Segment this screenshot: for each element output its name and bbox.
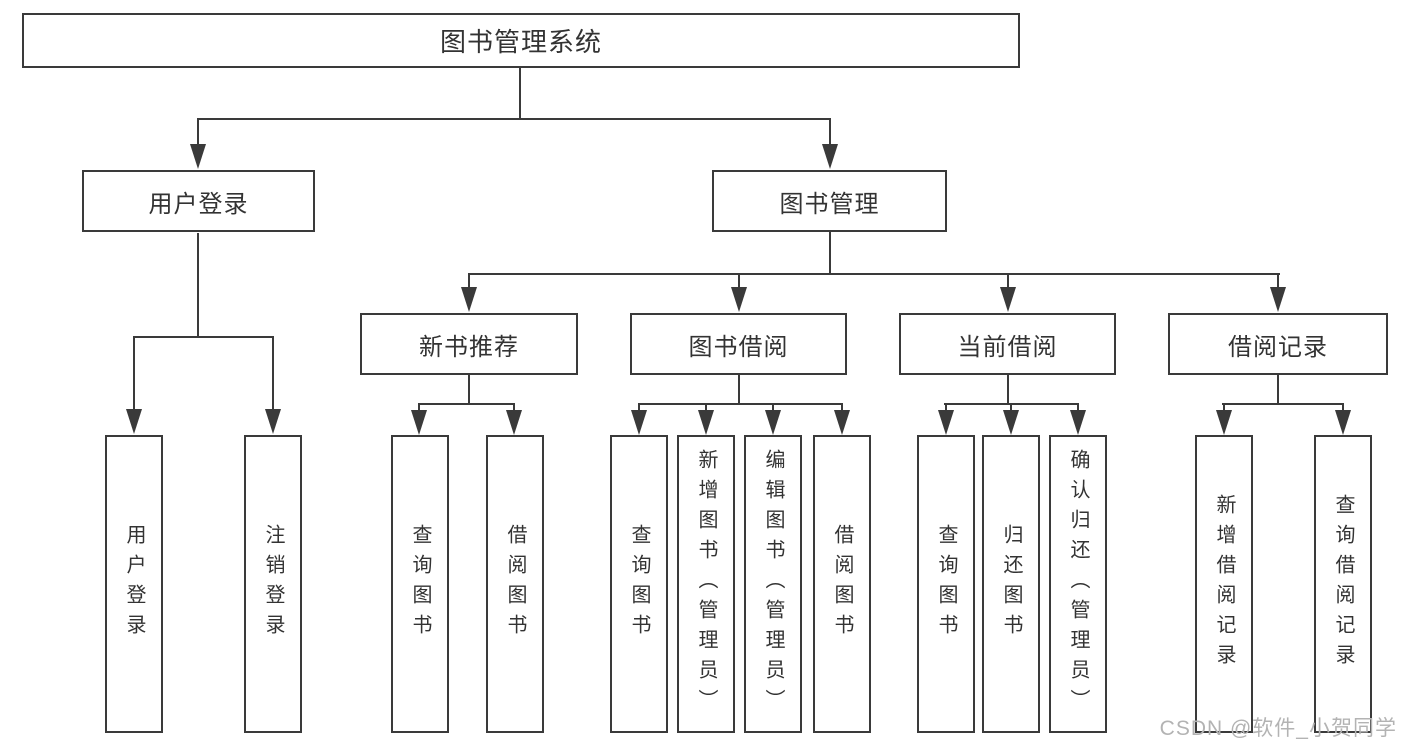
connector-line [1010,403,1012,412]
arrowhead-icon [731,287,747,312]
connector-line [197,118,831,120]
leaf-label: 归还图书 [1000,524,1022,644]
leaf-add-books-admin: 新增图书（管理员） [677,435,735,733]
connector-line [738,273,740,289]
connector-line [841,403,843,412]
watermark: CSDN @软件_小贺同学 [1159,717,1397,740]
leaf-label: 借阅图书 [504,524,526,644]
connector-line [1277,273,1279,289]
leaf-label: 查询图书 [409,524,431,644]
connector-line [133,336,274,338]
connector-line [829,118,831,146]
arrowhead-icon [126,409,142,434]
connector-line [197,233,199,337]
arrowhead-icon [461,287,477,312]
connector-line [1007,375,1009,405]
arrowhead-icon [1216,410,1232,435]
arrowhead-icon [1335,410,1351,435]
connector-line [468,273,470,289]
connector-line [1007,273,1009,289]
leaf-return-books: 归还图书 [982,435,1040,733]
node-user-login: 用户登录 [82,170,315,232]
arrowhead-icon [631,410,647,435]
arrowhead-icon [506,410,522,435]
connector-line [468,375,470,405]
arrowhead-icon [834,410,850,435]
connector-line [468,273,1280,275]
arrowhead-icon [411,410,427,435]
arrowhead-icon [1070,410,1086,435]
leaf-label: 新增借阅记录 [1213,494,1235,674]
leaf-edit-books-admin: 编辑图书（管理员） [744,435,802,733]
connector-line [197,118,199,146]
node-borrow-records: 借阅记录 [1168,313,1388,375]
connector-line [418,403,515,405]
leaf-label: 查询借阅记录 [1332,494,1354,674]
leaf-label: 查询图书 [935,524,957,644]
connector-line [513,403,515,412]
arrowhead-icon [765,410,781,435]
leaf-label: 用户登录 [123,524,145,644]
connector-line [638,403,843,405]
connector-line [133,336,135,410]
leaf-label: 借阅图书 [831,524,853,644]
connector-line [829,231,831,274]
arrowhead-icon [1270,287,1286,312]
leaf-label: 新增图书（管理员） [695,449,717,719]
arrowhead-icon [698,410,714,435]
leaf-logout: 注销登录 [244,435,302,733]
leaf-label: 确认归还（管理员） [1067,449,1089,719]
arrowhead-icon [938,410,954,435]
connector-line [638,403,640,412]
leaf-label: 编辑图书（管理员） [762,449,784,719]
connector-line [1342,403,1344,412]
connector-line [1223,403,1225,412]
node-current-borrow: 当前借阅 [899,313,1116,375]
connector-line [1222,403,1344,405]
node-book-management: 图书管理 [712,170,947,232]
leaf-user-login: 用户登录 [105,435,163,733]
leaf-add-borrow-record: 新增借阅记录 [1195,435,1253,733]
connector-line [705,403,707,412]
node-book-borrow: 图书借阅 [630,313,847,375]
node-root: 图书管理系统 [22,13,1020,68]
leaf-query-books-current: 查询图书 [917,435,975,733]
arrowhead-icon [1003,410,1019,435]
leaf-label: 查询图书 [628,524,650,644]
leaf-query-borrow-record: 查询借阅记录 [1314,435,1372,733]
connector-line [738,375,740,405]
leaf-query-books-borrow: 查询图书 [610,435,668,733]
leaf-borrow-books-recommend: 借阅图书 [486,435,544,733]
arrowhead-icon [822,144,838,169]
arrowhead-icon [265,409,281,434]
leaf-label: 注销登录 [262,524,284,644]
node-new-book-recommend: 新书推荐 [360,313,578,375]
leaf-query-books-recommend: 查询图书 [391,435,449,733]
connector-line [945,403,947,412]
connector-line [1277,375,1279,405]
connector-line [1077,403,1079,412]
leaf-confirm-return-admin: 确认归还（管理员） [1049,435,1107,733]
leaf-borrow-books: 借阅图书 [813,435,871,733]
connector-line [772,403,774,412]
connector-line [272,336,274,410]
arrowhead-icon [190,144,206,169]
connector-line [519,68,521,119]
connector-line [418,403,420,412]
arrowhead-icon [1000,287,1016,312]
